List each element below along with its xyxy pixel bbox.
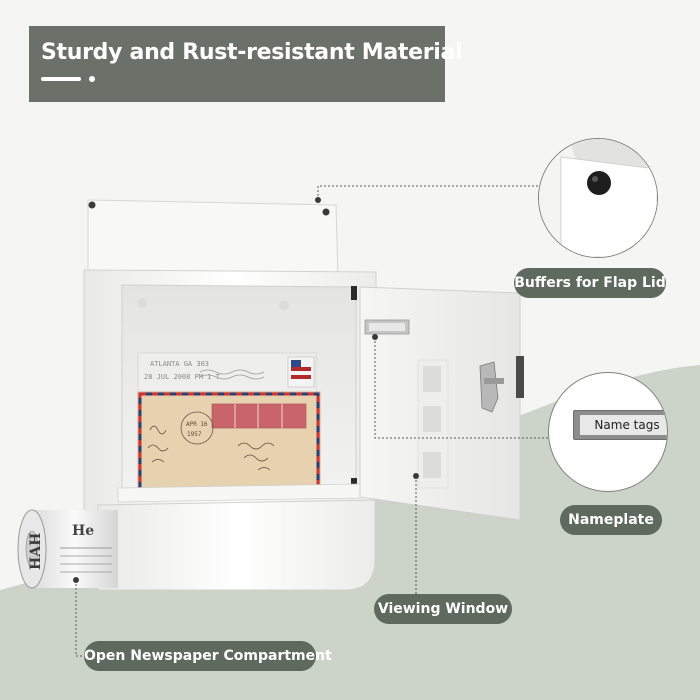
svg-text:1957: 1957 [187, 431, 202, 438]
svg-text:APR 16: APR 16 [186, 421, 208, 428]
callout-viewing-window: Viewing Window [374, 594, 512, 624]
red-stamps [211, 403, 307, 429]
newspaper-tube [97, 499, 376, 591]
lid-screw-right [322, 208, 330, 216]
title-dot [89, 76, 95, 82]
buffer-detail [539, 139, 657, 257]
postmark-circle [180, 411, 214, 445]
hinge-top [351, 286, 357, 300]
callout-nameplate: Nameplate [560, 505, 662, 535]
lid-screw-left [88, 201, 96, 209]
svg-text:He: He [72, 523, 94, 539]
flap-lid [87, 199, 339, 281]
page-title: Sturdy and Rust-resistant Material [41, 40, 463, 65]
buffers-zoom-circle [538, 138, 658, 258]
nametag-label: Name tags [594, 418, 660, 432]
title-banner: Sturdy and Rust-resistant Material [29, 26, 463, 102]
postmark-date: 28 JUL 2008 PM 1 T [144, 373, 221, 381]
callout-newspaper: Open Newspaper Compartment [84, 641, 332, 671]
postmark-text: ATLANTA GA 303 [150, 360, 209, 368]
nameplate-zoom-circle: Name tags [548, 372, 668, 492]
svg-text:HAH: HAH [28, 533, 44, 570]
interior-buffer-right [279, 300, 289, 310]
leader-lines [75, 185, 556, 657]
callout-buffers: Buffers for Flap Lid [514, 268, 666, 298]
buffer-bumper [587, 171, 611, 195]
door-lock [516, 356, 524, 398]
title-underline [41, 77, 81, 81]
nametag-plate: Name tags [573, 410, 667, 440]
interior-buffer-left [137, 298, 147, 308]
door-latch [479, 361, 499, 413]
